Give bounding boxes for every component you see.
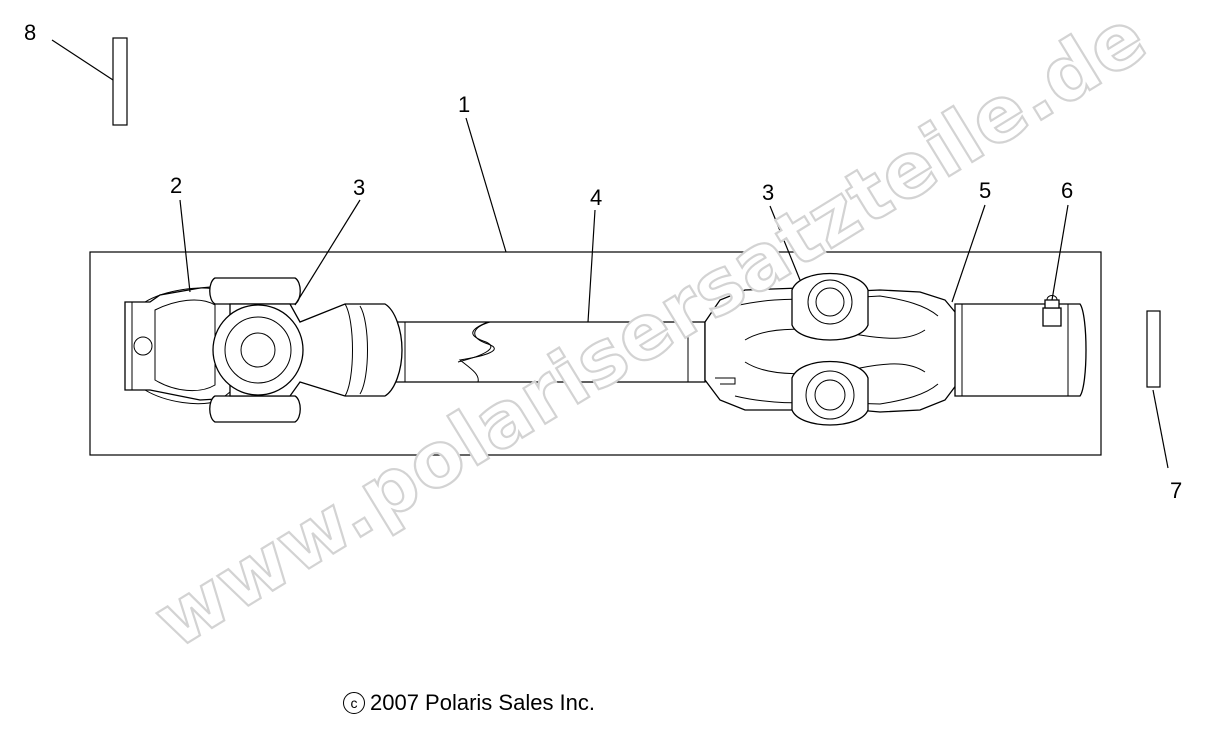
part-7-plate — [1146, 310, 1161, 388]
callout-7: 7 — [1170, 478, 1182, 503]
callout-3-right: 3 — [762, 180, 774, 205]
callout-1: 1 — [458, 92, 470, 117]
callout-4: 4 — [590, 185, 602, 210]
left-ujoint — [209, 277, 403, 423]
callout-8: 8 — [24, 20, 36, 45]
part-8-plate — [112, 37, 128, 126]
callout-3-left: 3 — [353, 175, 365, 200]
callout-6: 6 — [1061, 178, 1073, 203]
assembly-box — [89, 251, 1102, 456]
callout-5: 5 — [979, 178, 991, 203]
callout-2: 2 — [170, 173, 182, 198]
grease-fitting — [1042, 295, 1062, 327]
copyright-text: 2007 Polaris Sales Inc. — [370, 690, 596, 715]
right-yoke — [954, 303, 1087, 397]
leader-lines — [51, 39, 1169, 469]
copyright-symbol-icon: c — [343, 692, 365, 714]
